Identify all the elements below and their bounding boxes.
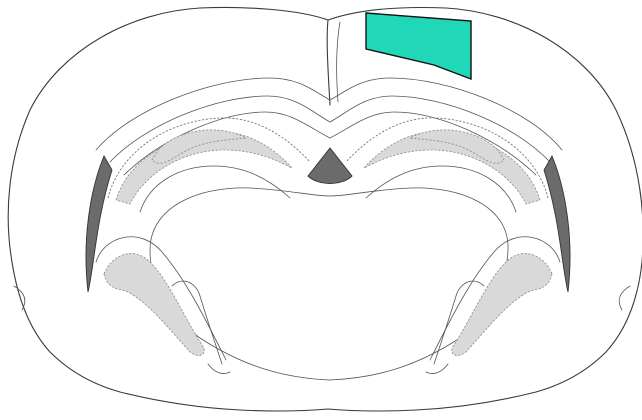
right-rhinal-notch: [619, 286, 630, 310]
left-basal-sulcus: [208, 364, 230, 374]
right-hippocampus-inner: [366, 166, 516, 212]
left-ventral-hippocampus: [104, 253, 204, 355]
right-hemisphere-medial-edge: [337, 22, 340, 102]
third-ventricle: [308, 148, 352, 184]
right-ventral-hippocampus: [452, 253, 552, 355]
highlighted-cortical-region: [366, 13, 471, 79]
midline-fissure: [327, 20, 330, 105]
brain-outline: [8, 8, 642, 412]
right-basal-sulcus: [426, 364, 448, 374]
